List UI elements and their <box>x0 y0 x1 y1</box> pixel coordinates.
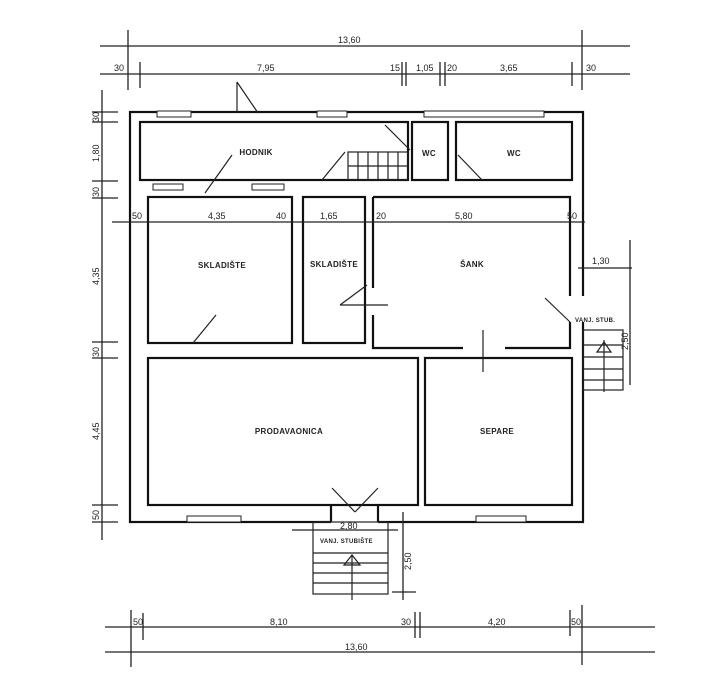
dim-left: 4,35 <box>91 267 101 285</box>
door-swing <box>544 297 571 323</box>
room-label-sank: ŠANK <box>460 260 484 269</box>
entrance-door <box>331 487 356 513</box>
dim-top: 7,95 <box>257 63 275 73</box>
door-swing <box>339 284 368 306</box>
dim-top: 15 <box>390 63 400 73</box>
window <box>251 183 285 191</box>
dim-inner: 4,35 <box>208 211 226 221</box>
room-label-skladiste: SKLADIŠTE <box>198 261 246 270</box>
door-swing <box>236 81 259 114</box>
room-label-hodnik: HODNIK <box>239 148 272 157</box>
dim-inner: 5,80 <box>455 211 473 221</box>
dim-side-stair-length: 2,50 <box>620 332 630 350</box>
dim-inner: 40 <box>276 211 286 221</box>
left-dimensions: 30 1,80 30 4,35 30 4,45 50 <box>91 90 118 540</box>
bottom-dimensions: 50 8,10 30 4,20 50 13,60 <box>105 605 655 667</box>
door-swing <box>457 154 483 181</box>
dim-left: 30 <box>91 347 101 357</box>
side-stair: 1,30 2,50 VANJ. STUB. <box>575 240 632 392</box>
door-swing <box>321 151 346 181</box>
dim-left: 30 <box>91 187 101 197</box>
dim-top: 1,05 <box>416 63 434 73</box>
top-dimensions: 13,60 30 7,95 15 1,05 20 3,65 30 <box>100 30 630 90</box>
dim-top-total: 13,60 <box>338 35 361 45</box>
dim-inner: 20 <box>376 211 386 221</box>
dim-bottom: 4,20 <box>488 617 506 627</box>
room-label-prodavaonica: PRODAVAONICA <box>255 427 323 436</box>
dim-inner: 50 <box>567 211 577 221</box>
dim-bottom: 50 <box>571 617 581 627</box>
window <box>152 183 184 191</box>
front-stair: 2,80 2,50 VANJ. STUBIŠTE <box>292 512 416 600</box>
dim-top: 30 <box>586 63 596 73</box>
window <box>316 110 348 118</box>
dim-bottom: 8,10 <box>270 617 288 627</box>
room-label-wc: WC <box>507 149 521 158</box>
dim-front-stair-length: 2,50 <box>403 552 413 570</box>
door-swing <box>204 154 233 194</box>
window <box>186 515 242 523</box>
room-label-front-stair: VANJ. STUBIŠTE <box>320 537 373 545</box>
dim-inner: 50 <box>132 211 142 221</box>
internal-stair <box>347 151 409 181</box>
window <box>475 515 527 523</box>
dim-bottom: 30 <box>401 617 411 627</box>
dim-left: 50 <box>91 510 101 520</box>
doors <box>192 81 571 513</box>
room-label-wc: WC <box>422 149 436 158</box>
windows <box>152 110 545 523</box>
door-swing <box>384 124 411 151</box>
door-swing <box>192 314 217 344</box>
dim-inner: 1,65 <box>320 211 338 221</box>
dim-left: 30 <box>91 112 101 122</box>
room-label-separe: SEPARE <box>480 427 514 436</box>
room-label-skladiste: SKLADIŠTE <box>310 260 358 269</box>
room-label-side-stair: VANJ. STUB. <box>575 318 615 324</box>
dim-top: 3,65 <box>500 63 518 73</box>
room-labels: HODNIK WC WC SKLADIŠTE SKLADIŠTE ŠANK PR… <box>198 148 521 436</box>
window <box>156 110 192 118</box>
dim-left: 4,45 <box>91 422 101 440</box>
dim-left: 1,80 <box>91 144 101 162</box>
dim-top: 30 <box>114 63 124 73</box>
dim-bottom-total: 13,60 <box>345 642 368 652</box>
dim-top: 20 <box>447 63 457 73</box>
inner-dimensions: 50 4,35 40 1,65 20 5,80 50 <box>112 211 585 223</box>
dim-side-stair-width: 1,30 <box>592 256 610 266</box>
dim-front-stair-width: 2,80 <box>340 521 358 531</box>
window <box>423 110 545 118</box>
dim-bottom: 50 <box>133 617 143 627</box>
